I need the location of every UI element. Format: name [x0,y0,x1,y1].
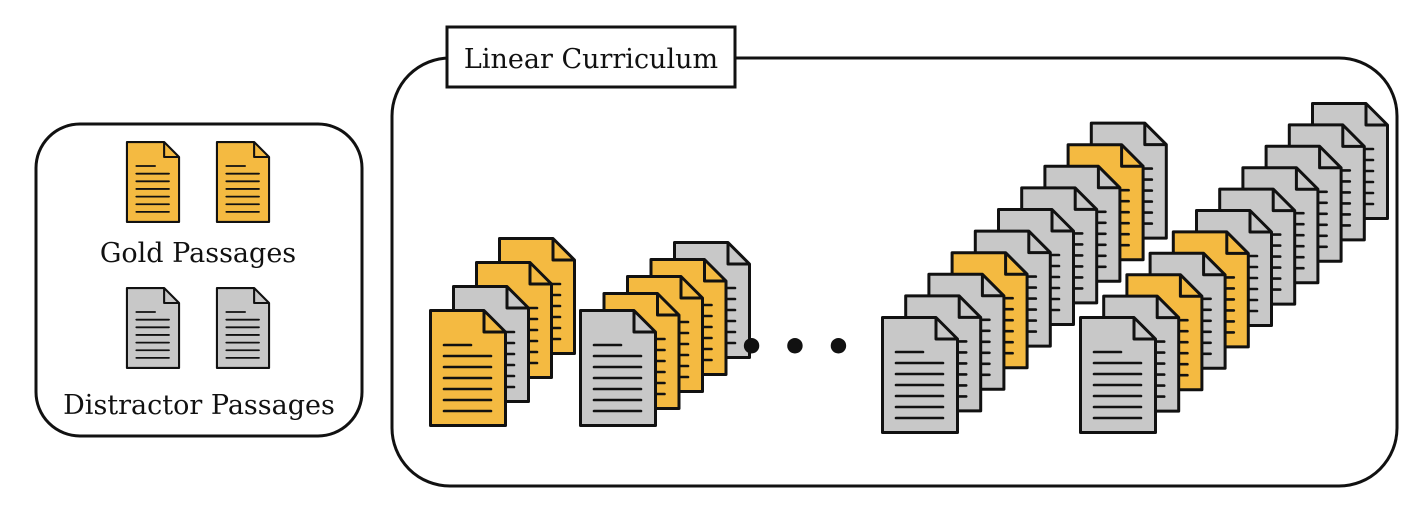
gold-document-icon [125,140,181,224]
distractor-document-icon [125,286,181,370]
gold-document-icon [428,308,508,428]
legend-panel [34,122,364,438]
distractor-document-icon [215,286,271,370]
distractor-document-icon [578,308,658,428]
distractor-passages-label: Distractor Passages [63,390,335,421]
distractor-document-icon [1078,315,1158,435]
curriculum-title-box [445,25,737,89]
gold-document-icon [215,140,271,224]
curriculum-title: Linear Curriculum [464,44,718,75]
gold-passages-label: Gold Passages [100,238,296,269]
distractor-document-icon [880,315,960,435]
ellipsis: • • • [737,322,852,373]
